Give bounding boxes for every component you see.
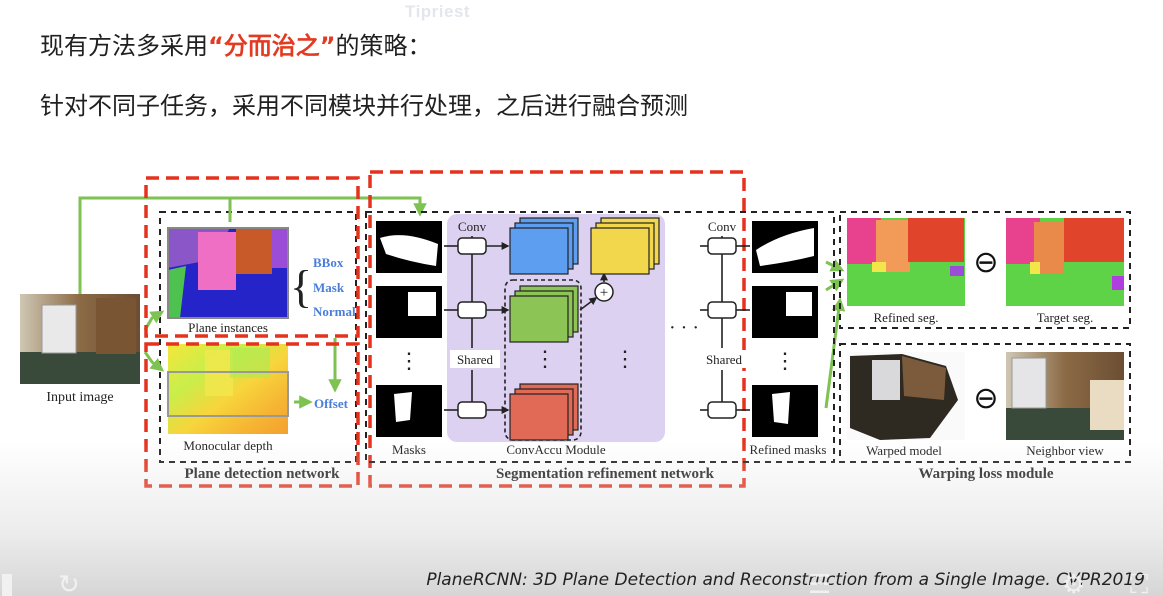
conv-label-right: Conv <box>708 219 737 234</box>
refined-seg-label: Refined seg. <box>874 310 939 325</box>
yellow-feature-stack <box>590 217 660 275</box>
module-hdots: · · · <box>669 317 699 339</box>
heading-prefix: 现有方法多采用 <box>40 32 208 60</box>
right-shared-line <box>700 236 750 411</box>
masks-column <box>376 221 442 437</box>
heading-line-1: 现有方法多采用“分而治之”的策略： <box>40 26 432 61</box>
plus-symbol: + <box>600 285 608 301</box>
minus-symbol-1: ⊖ <box>973 246 998 279</box>
replay-icon[interactable]: ↻ <box>58 574 80 596</box>
warped-model-image <box>847 352 965 440</box>
minus-symbol-2: ⊖ <box>973 382 998 415</box>
conv-node-2 <box>457 301 487 319</box>
refined-masks-column <box>752 221 818 437</box>
subtitles-icon[interactable]: ☰ <box>808 574 832 596</box>
brace: { <box>290 261 312 312</box>
seg-refine-title: Segmentation refinement network <box>496 466 715 482</box>
red-dash-segmentation <box>368 170 746 488</box>
blue-feature-stack <box>509 217 579 275</box>
settings-icon[interactable]: ⚙ <box>1062 574 1086 596</box>
seg-loss-box <box>839 211 1131 329</box>
citation: PlaneRCNN: 3D Plane Detection and Recons… <box>426 570 1145 590</box>
watermark: Tipriest <box>405 2 471 21</box>
shared-label-right: Shared <box>706 352 743 367</box>
shared-label-bg <box>450 350 500 368</box>
heading-line-2: 针对不同子任务，采用不同模块并行处理，之后进行融合预测 <box>40 92 688 120</box>
plane-detection-title: Plane detection network <box>185 466 341 482</box>
green-feature-stack <box>509 285 579 343</box>
warping-title: Warping loss module <box>918 466 1053 482</box>
plane-instances-label: Plane instances <box>188 320 268 335</box>
refined-seg-image <box>847 218 965 306</box>
neighbor-view-label: Neighbor view <box>1026 443 1104 458</box>
convaccu-label: ConvAccu Module <box>506 442 606 457</box>
monocular-depth-label: Monocular depth <box>183 438 273 453</box>
masks-vdots: ⋮ <box>398 348 420 373</box>
stack-vdots-2: ⋮ <box>614 346 636 371</box>
accu-dashed-box <box>504 279 582 441</box>
target-seg-label: Target seg. <box>1037 310 1094 325</box>
conv-node-1 <box>457 237 487 255</box>
planercnn-figure: Input image Plane instances { BBox Mask … <box>20 170 1131 488</box>
heading-suffix: 的策略： <box>335 32 432 60</box>
input-image <box>20 294 140 384</box>
input-image-label: Input image <box>46 390 113 405</box>
conv-node-3 <box>457 401 487 419</box>
shared-label-bg-right <box>700 350 746 368</box>
masks-label: Masks <box>392 442 426 457</box>
target-seg-image <box>1006 218 1124 306</box>
heading-highlight: “分而治之” <box>208 32 336 60</box>
mask-label: Mask <box>313 280 345 295</box>
plus-node <box>594 282 614 302</box>
plane-instances-image <box>167 227 289 319</box>
conv-node-r2 <box>707 301 737 319</box>
monocular-depth-image <box>167 344 289 434</box>
red-feature-stack <box>509 383 579 441</box>
warped-model-label: Warped model <box>866 443 942 458</box>
green-arrows <box>78 196 846 409</box>
play-icon[interactable]: ▌ <box>2 574 12 596</box>
normal-label: Normal <box>313 304 356 319</box>
conv-node-r3 <box>707 401 737 419</box>
conv-node-r1 <box>707 237 737 255</box>
conv-label-left: Conv <box>458 219 487 234</box>
shared-label-left: Shared <box>457 352 494 367</box>
offset-label: Offset <box>314 396 349 411</box>
neighbor-view-image <box>1006 352 1124 440</box>
fullscreen-icon[interactable]: ⛶ <box>1130 574 1149 596</box>
refined-masks-label: Refined masks <box>750 442 827 457</box>
refined-masks-vdots: ⋮ <box>774 348 796 373</box>
stack-vdots-1: ⋮ <box>534 346 556 371</box>
red-dash-instances <box>144 176 360 338</box>
bbox-label: BBox <box>313 255 344 270</box>
